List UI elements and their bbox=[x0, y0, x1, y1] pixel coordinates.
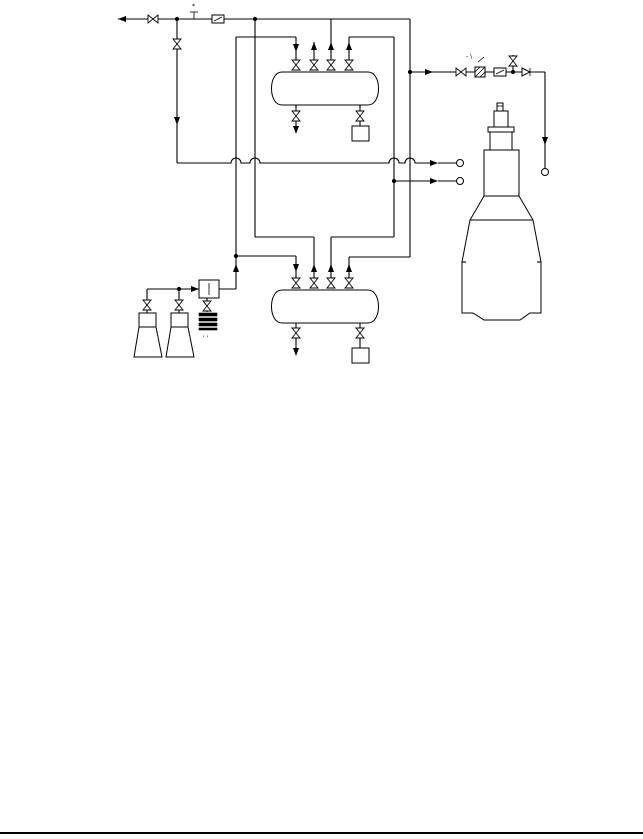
flow-arrow-up-icon bbox=[328, 42, 334, 50]
flow-arrow-right-icon bbox=[191, 286, 199, 292]
gate-valve-icon bbox=[147, 14, 159, 24]
gate-valve-icon bbox=[174, 299, 184, 311]
flow-arrow-up-icon bbox=[346, 42, 352, 50]
gate-valve-icon bbox=[202, 300, 212, 312]
air-receiver-tank-upper bbox=[271, 71, 379, 106]
outlet-terminal-icon bbox=[456, 177, 464, 185]
drain-valve-icon bbox=[291, 327, 301, 339]
drain-valve-icon bbox=[291, 110, 301, 122]
pressure-switch-box-icon bbox=[351, 347, 370, 364]
compressor-feed-line bbox=[147, 256, 239, 292]
gate-valve-icon bbox=[309, 277, 319, 289]
gate-valve-icon bbox=[455, 67, 467, 77]
drain-arrow-icon bbox=[293, 348, 299, 356]
gate-valve-icon bbox=[344, 277, 354, 289]
air-bottle-1 bbox=[133, 289, 163, 358]
flow-arrow-up-icon bbox=[328, 264, 334, 272]
page-footer-rule bbox=[0, 826, 643, 839]
scale-tick-label: ' ' bbox=[203, 335, 209, 342]
top-receiver-piping bbox=[235, 19, 410, 262]
lower-tank-drain bbox=[291, 323, 370, 364]
gate-valve-icon bbox=[172, 38, 182, 50]
engine-start-air-line: - \ bbox=[407, 53, 549, 176]
flow-arrow-up-icon bbox=[233, 264, 239, 272]
flow-arrow-down-icon bbox=[293, 44, 299, 52]
gate-valve-icon bbox=[309, 59, 319, 71]
left-branch-pipe bbox=[172, 19, 182, 163]
valve-tag-top: * bbox=[192, 3, 195, 10]
gate-valve-icon bbox=[326, 277, 336, 289]
outlet-arrow-left-icon bbox=[118, 16, 126, 22]
gate-valve-icon bbox=[291, 277, 301, 289]
supply-line-upper bbox=[177, 157, 464, 167]
gate-valve-icon bbox=[344, 59, 354, 71]
flow-arrow-down-icon bbox=[174, 117, 180, 125]
gate-valve-icon bbox=[508, 55, 518, 67]
gate-valve-icon bbox=[326, 59, 336, 71]
valve-tag-right: - \ bbox=[466, 53, 473, 60]
header-pipe-line: * bbox=[118, 3, 411, 257]
flow-arrow-up-icon bbox=[346, 264, 352, 272]
footer-divider-line bbox=[0, 832, 643, 834]
flow-arrow-right-icon bbox=[430, 178, 438, 184]
flow-arrow-down-icon bbox=[293, 264, 299, 272]
flow-arrow-up-icon bbox=[311, 264, 317, 272]
flow-arrow-up-icon bbox=[311, 42, 317, 50]
flow-arrow-right-icon bbox=[430, 160, 438, 166]
gate-valve-icon bbox=[355, 110, 365, 122]
diesel-engine-outline bbox=[461, 102, 542, 321]
pressure-switch-box-icon bbox=[351, 125, 370, 142]
flow-arrow-right-icon bbox=[425, 69, 433, 75]
air-receiver-tank-lower bbox=[271, 289, 379, 324]
air-compressor-unit: ' ' bbox=[198, 279, 220, 342]
engine-inlet-terminal-icon bbox=[541, 168, 549, 176]
gate-valve-icon bbox=[291, 59, 301, 71]
supply-line-lower bbox=[391, 177, 464, 185]
upper-tank-drain bbox=[291, 105, 370, 142]
outlet-terminal-icon bbox=[456, 159, 464, 167]
flow-arrow-down-icon bbox=[542, 137, 548, 145]
drain-arrow-icon bbox=[293, 126, 299, 134]
gate-valve-icon bbox=[355, 327, 365, 339]
gate-valve-icon bbox=[142, 299, 152, 311]
non-return-valve-icon bbox=[521, 67, 532, 77]
junction-dot-icon bbox=[391, 178, 397, 184]
air-bottle-2 bbox=[165, 289, 195, 358]
lower-receiver-piping bbox=[233, 253, 354, 289]
